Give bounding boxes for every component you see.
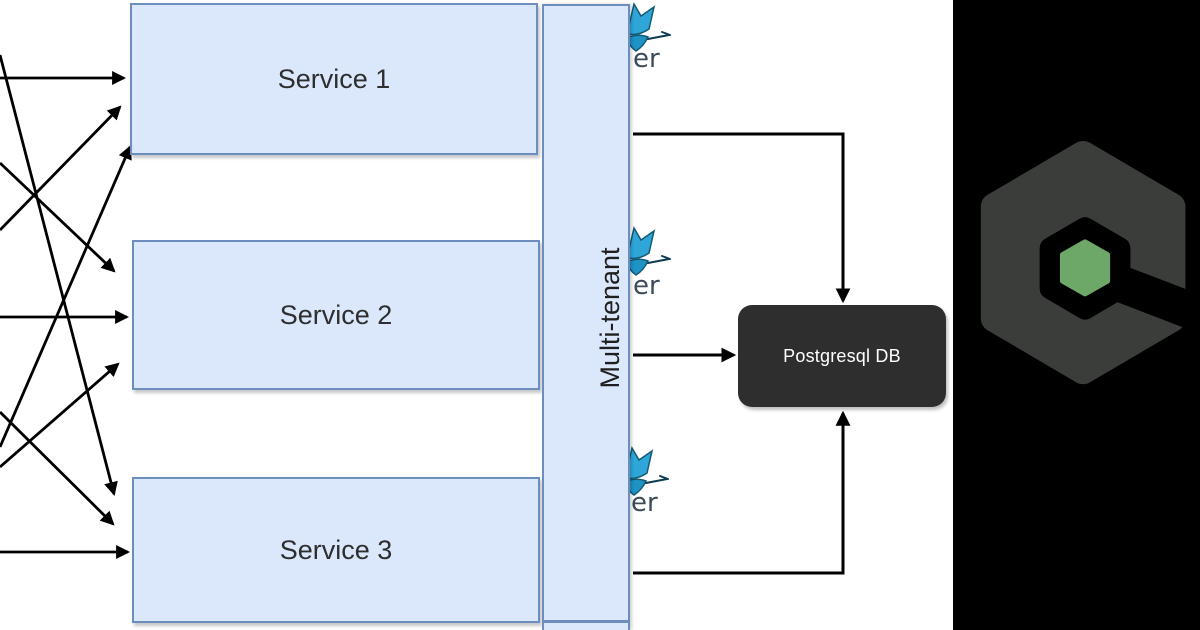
client-arrow — [0, 362, 120, 469]
client-arrow — [0, 105, 122, 231]
service-2-box: Service 2 — [132, 240, 540, 390]
service-2-label: Service 2 — [279, 299, 393, 330]
client-arrow — [0, 54, 118, 497]
tenant-2: er — [626, 226, 676, 299]
edge-group — [0, 54, 851, 575]
postgresql-db-label: Postgresql DB — [783, 345, 901, 366]
client-arrow — [0, 145, 132, 448]
bar-bottom-border — [544, 620, 628, 623]
tenant-1: er — [626, 2, 676, 72]
bird-icon — [626, 226, 671, 276]
tenant-3: er — [624, 446, 674, 516]
bird-icon — [626, 2, 671, 52]
service-3-label: Service 3 — [279, 534, 393, 565]
tenant-caption: er — [633, 44, 660, 74]
db-connector — [633, 132, 851, 304]
tenant-caption: er — [633, 271, 660, 301]
tenant-caption: er — [631, 488, 658, 518]
multi-tenant-bar: Multi-tenant — [542, 4, 630, 630]
hexagon-e-logo-icon — [980, 140, 1197, 385]
client-arrow — [0, 411, 115, 526]
logo-panel — [953, 0, 1200, 630]
client-arrow — [0, 161, 116, 273]
multi-tenant-label: Multi-tenant — [595, 247, 625, 389]
service-1-box: Service 1 — [130, 3, 538, 155]
service-1-label: Service 1 — [277, 63, 391, 94]
service-3-box: Service 3 — [132, 477, 540, 623]
db-connector — [633, 410, 851, 575]
postgresql-db-box: Postgresql DB — [738, 305, 946, 407]
